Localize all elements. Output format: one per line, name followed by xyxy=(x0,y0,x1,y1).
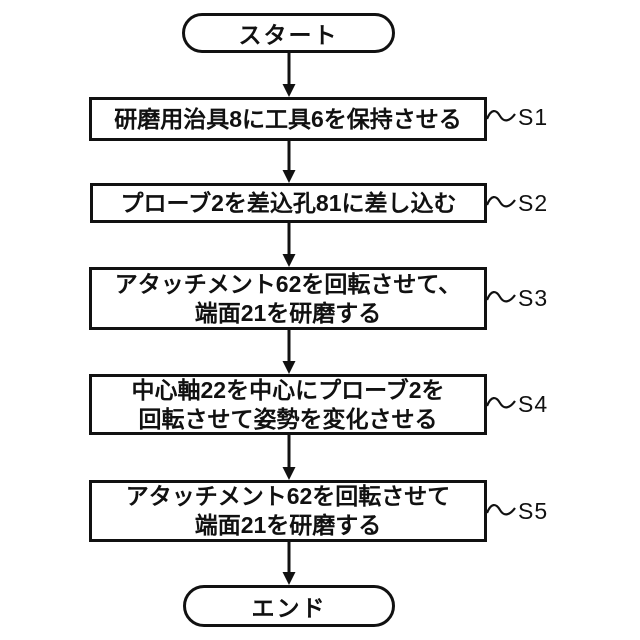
arrow-down-icon xyxy=(282,435,296,480)
process-text-line: 端面21を研磨する xyxy=(194,299,382,326)
arrow-down-icon xyxy=(282,141,296,183)
step-ref-label: S4 xyxy=(518,390,549,417)
step-ref-s4: S4 xyxy=(486,390,549,417)
tilde-connector-icon xyxy=(486,110,516,122)
process-text-line: プローブ2を差込孔81に差し込む xyxy=(120,189,457,216)
process-text-line: 研磨用治具8に工具6を保持させる xyxy=(114,105,462,132)
start-label: スタート xyxy=(238,22,339,48)
step-ref-s2: S2 xyxy=(486,189,549,216)
tilde-connector-icon xyxy=(486,504,516,516)
process-text-line: 端面21を研磨する xyxy=(194,512,382,538)
arrow-down-icon xyxy=(282,542,296,585)
end-terminal: エンド xyxy=(183,585,395,627)
step-ref-label: S5 xyxy=(518,497,549,524)
process-box-s2: プローブ2を差込孔81に差し込む xyxy=(90,183,487,223)
step-ref-label: S3 xyxy=(518,284,549,311)
process-text-line: アタッチメント62を回転させて xyxy=(125,483,451,509)
step-ref-label: S1 xyxy=(518,103,549,130)
process-box-s5: アタッチメント62を回転させて 端面21を研磨する xyxy=(89,480,487,542)
arrow-down-icon xyxy=(282,223,296,267)
arrow-down-icon xyxy=(282,330,296,374)
arrow-down-icon xyxy=(282,53,296,97)
step-ref-s1: S1 xyxy=(486,103,549,130)
tilde-connector-icon xyxy=(486,196,516,208)
process-text-line: 回転させて姿勢を変化させる xyxy=(138,405,438,432)
process-box-s1: 研磨用治具8に工具6を保持させる xyxy=(89,97,487,141)
step-ref-label: S2 xyxy=(518,189,549,216)
step-ref-s3: S3 xyxy=(486,284,549,311)
process-box-s3: アタッチメント62を回転させて、 端面21を研磨する xyxy=(89,267,487,330)
tilde-connector-icon xyxy=(486,291,516,303)
end-label: エンド xyxy=(251,595,327,621)
step-ref-s5: S5 xyxy=(486,497,549,524)
process-text-line: 中心軸22を中心にプローブ2を xyxy=(131,376,445,403)
start-terminal: スタート xyxy=(182,13,395,53)
tilde-connector-icon xyxy=(486,397,516,409)
process-box-s4: 中心軸22を中心にプローブ2を 回転させて姿勢を変化させる xyxy=(89,374,487,435)
process-text-line: アタッチメント62を回転させて、 xyxy=(114,270,462,297)
